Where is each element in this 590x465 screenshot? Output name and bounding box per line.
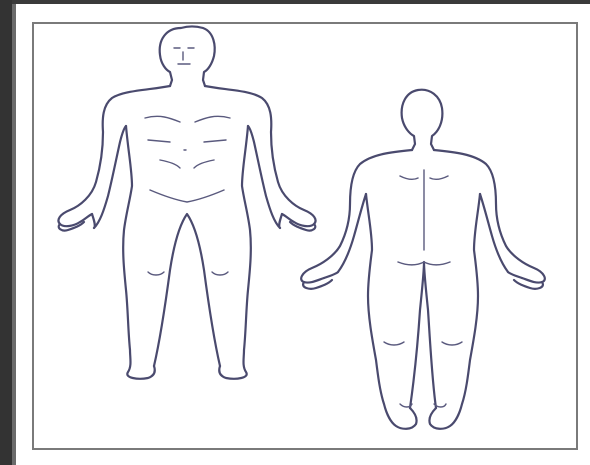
human-body-back-icon bbox=[301, 90, 545, 429]
human-body-front-icon bbox=[58, 27, 315, 379]
